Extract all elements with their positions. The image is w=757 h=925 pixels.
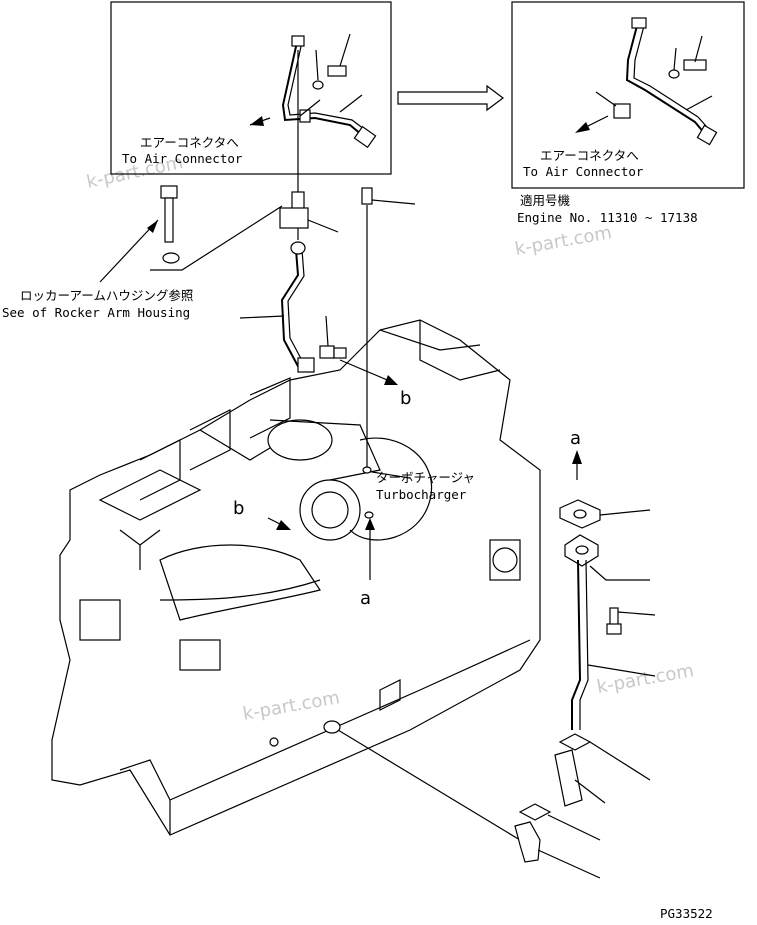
turbocharger-en: Turbocharger [376,487,467,502]
oil-pipe-assembly [514,450,656,879]
transition-arrow [397,84,504,112]
air-connector-jp-left: エアーコネクタへ [140,135,239,150]
ref-a-top: a [570,428,581,449]
engine-block [51,319,541,841]
watermark-3: k-part.com [595,660,695,698]
ref-a-bottom: a [360,588,371,609]
inset-right: エアーコネクタへ To Air Connector [511,1,745,189]
air-connector-en-right: To Air Connector [523,164,644,179]
drawing-number: PG33522 [660,906,713,921]
turbocharger-jp: ターボチャージャ [376,470,475,485]
ref-b-right: b [400,388,411,409]
ref-b-left: b [233,498,244,519]
rocker-arm-housing-en: See of Rocker Arm Housing [2,305,190,320]
rocker-arm-housing-jp: ロッカーアームハウジング参照 [20,288,193,303]
watermark-4: k-part.com [241,687,341,725]
air-connector-jp-right: エアーコネクタへ [540,148,639,163]
applicable-jp: 適用号機 [520,193,571,208]
inset-left: エアーコネクタへ To Air Connector [110,1,392,240]
air-connector-en-left: To Air Connector [122,151,243,166]
upper-parts [99,185,416,470]
watermark-2: k-part.com [513,222,613,260]
engine-number-range: Engine No. 11310 ~ 17138 [517,210,698,225]
